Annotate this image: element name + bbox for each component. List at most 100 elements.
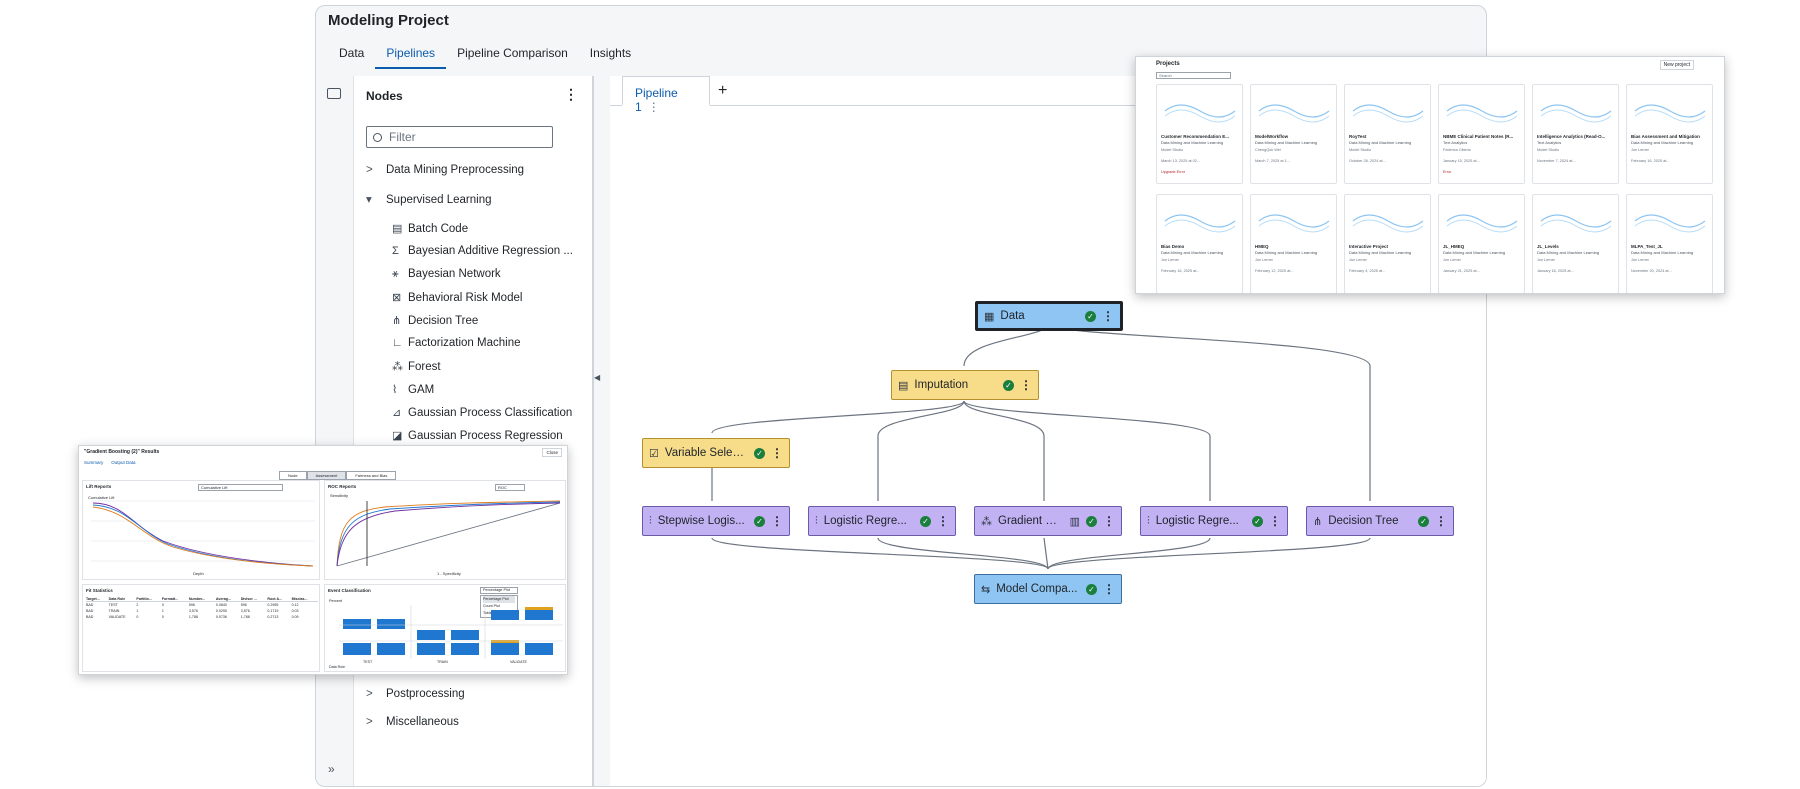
- fit-header-cell[interactable]: Number...: [188, 597, 216, 602]
- pipeline-node-logistic-regression-2[interactable]: ⫶Logistic Regre...✓⋮: [1140, 506, 1288, 536]
- tab-insights[interactable]: Insights: [589, 46, 632, 60]
- node-label: Stepwise Logis...: [657, 515, 745, 527]
- segment-fairness[interactable]: Fairness and Bias: [346, 471, 397, 480]
- segment-assessment[interactable]: Assessment: [306, 471, 347, 480]
- pipeline-node-decision-tree[interactable]: ⋔Decision Tree✓⋮: [1306, 506, 1454, 536]
- node-menu-icon[interactable]: ⋮: [1102, 309, 1114, 323]
- node-item-batch-code[interactable]: ▤Batch Code: [392, 222, 468, 235]
- project-thumbnail-graphic: [1258, 104, 1329, 123]
- node-menu-icon[interactable]: ⋮: [1020, 378, 1032, 392]
- decision-tree-icon: ⋔: [392, 315, 402, 327]
- lift-select[interactable]: Cumulative Lift: [198, 484, 283, 491]
- node-menu-icon[interactable]: ⋮: [1269, 514, 1281, 528]
- regression-icon: ⫶: [1147, 514, 1150, 527]
- chevron-right-icon: >: [366, 716, 373, 728]
- option-table[interactable]: Table: [483, 611, 492, 615]
- node-item-decision-tree[interactable]: ⋔ Decision Tree: [392, 314, 478, 327]
- node-menu-icon[interactable]: ⋮: [771, 514, 783, 528]
- node-item-label: Decision Tree: [408, 315, 479, 327]
- pipeline-node-data[interactable]: ▦Data✓⋮: [975, 301, 1123, 331]
- category-data-mining-preprocessing[interactable]: >Data Mining Preprocessing: [366, 164, 524, 176]
- tab-pipeline-1[interactable]: Pipeline 1⋮: [622, 76, 710, 114]
- nodes-panel: Nodes ⋮ Filter >Data Mining Preprocessin…: [354, 76, 594, 786]
- table-cell: BAD: [86, 603, 94, 607]
- category-miscellaneous[interactable]: >Miscellaneous: [366, 716, 459, 728]
- node-item-behavioral-risk-model[interactable]: ⊠Behavioral Risk Model: [392, 291, 522, 304]
- node-item-factorization-machine[interactable]: ∟Factorization Machine: [392, 337, 521, 349]
- project-thumbnail-graphic: [1352, 214, 1423, 233]
- nodes-menu-icon[interactable]: ⋮: [564, 86, 578, 102]
- node-menu-icon[interactable]: ⋮: [1435, 514, 1447, 528]
- project-card[interactable]: Intelligence Analytics (Read-O...Text An…: [1532, 84, 1619, 184]
- option-percentage-plot[interactable]: Percentage Plot: [483, 596, 515, 603]
- tab-data[interactable]: Data: [339, 46, 365, 60]
- node-item-gam[interactable]: ⌇GAM: [392, 383, 434, 396]
- tab-pipeline-comparison[interactable]: Pipeline Comparison: [457, 46, 568, 60]
- table-cell: 3,576: [188, 609, 198, 613]
- pipeline-node-stepwise-logistic[interactable]: ⫶Stepwise Logis...✓⋮: [642, 506, 790, 536]
- fit-header-cell[interactable]: Formatt...: [161, 597, 189, 602]
- add-pipeline-icon[interactable]: +: [718, 82, 728, 99]
- tab-summary[interactable]: Summary: [84, 460, 104, 465]
- tab-output-data[interactable]: Output Data: [111, 460, 136, 465]
- node-menu-icon[interactable]: ⋮: [1103, 582, 1115, 596]
- projects-search-input[interactable]: Search: [1156, 72, 1231, 79]
- chevron-down-icon: ▾: [366, 194, 372, 206]
- option-count-plot[interactable]: Count Plot: [483, 604, 500, 608]
- pipeline-node-logistic-regression-1[interactable]: ⫶Logistic Regre...✓⋮: [808, 506, 956, 536]
- table-cell: 1,788: [188, 615, 198, 619]
- node-item-forest[interactable]: ⁂Forest: [392, 360, 441, 373]
- node-menu-icon[interactable]: ⋮: [937, 514, 949, 528]
- collapse-panel-icon[interactable]: ◀: [594, 373, 601, 382]
- project-name: Bias Assessment and Mitigation: [1631, 134, 1700, 139]
- node-item-gp-regression[interactable]: ◪Gaussian Process Regression: [392, 429, 563, 442]
- pipeline-node-model-comparison[interactable]: ⇆Model Compa...✓⋮: [974, 574, 1122, 604]
- project-modified-by: Jon Lemer: [1631, 258, 1649, 262]
- new-project-button[interactable]: New project: [1659, 60, 1694, 70]
- fit-header-cell[interactable]: Misclas...: [291, 597, 318, 602]
- nodes-panel-icon[interactable]: [327, 88, 341, 99]
- filter-input[interactable]: Filter: [366, 126, 553, 148]
- fit-header-cell[interactable]: Root A...: [267, 597, 292, 602]
- fit-header-cell[interactable]: Partitio...: [136, 597, 162, 602]
- node-menu-icon[interactable]: ⋮: [1103, 514, 1115, 528]
- node-menu-icon[interactable]: ⋮: [771, 446, 783, 460]
- category-supervised-learning[interactable]: ▾Supervised Learning: [366, 192, 492, 206]
- roc-select[interactable]: ROC: [495, 484, 525, 491]
- segment-node[interactable]: Node: [279, 471, 307, 480]
- table-cell: 0: [161, 615, 164, 619]
- results-segment-control: Node Assessment Fairness and Bias: [279, 471, 397, 480]
- fit-header-cell[interactable]: Target...: [86, 597, 109, 602]
- table-cell: 0.0736: [215, 615, 227, 619]
- project-card[interactable]: Customer Recommendation E...Data Mining …: [1156, 84, 1243, 184]
- pipeline-node-imputation[interactable]: ▤Imputation✓⋮: [891, 370, 1039, 400]
- projects-title: Projects: [1156, 61, 1180, 67]
- node-item-bayesian-network[interactable]: ⚹Bayesian Network: [392, 268, 501, 281]
- project-date: March 13, 2025 at 02...: [1161, 159, 1201, 163]
- fit-header-cell[interactable]: Averag...: [215, 597, 241, 602]
- pipeline-node-variable-selection[interactable]: ☑Variable Select...✓⋮: [642, 438, 790, 468]
- pipeline-tab-menu-icon[interactable]: ⋮: [647, 100, 660, 114]
- close-button[interactable]: Close: [542, 448, 562, 457]
- fit-header-cell[interactable]: Data Role: [108, 597, 137, 602]
- expand-panel-icon[interactable]: »: [328, 762, 335, 776]
- event-plot-select[interactable]: Percentage Plot: [480, 587, 518, 594]
- fit-header-cell[interactable]: Divisor ...: [240, 597, 268, 602]
- project-card[interactable]: NBME Clinical Patient Notes (R...Text An…: [1438, 84, 1525, 184]
- roc-chart: [336, 500, 561, 567]
- pipeline-node-gradient-boosting[interactable]: ⁂Gradient Bo...▥✓⋮: [974, 506, 1122, 536]
- node-item-gp-classification[interactable]: ⊿Gaussian Process Classification: [392, 406, 572, 419]
- category-postprocessing[interactable]: >Postprocessing: [366, 688, 465, 700]
- tab-pipelines[interactable]: Pipelines: [375, 46, 447, 69]
